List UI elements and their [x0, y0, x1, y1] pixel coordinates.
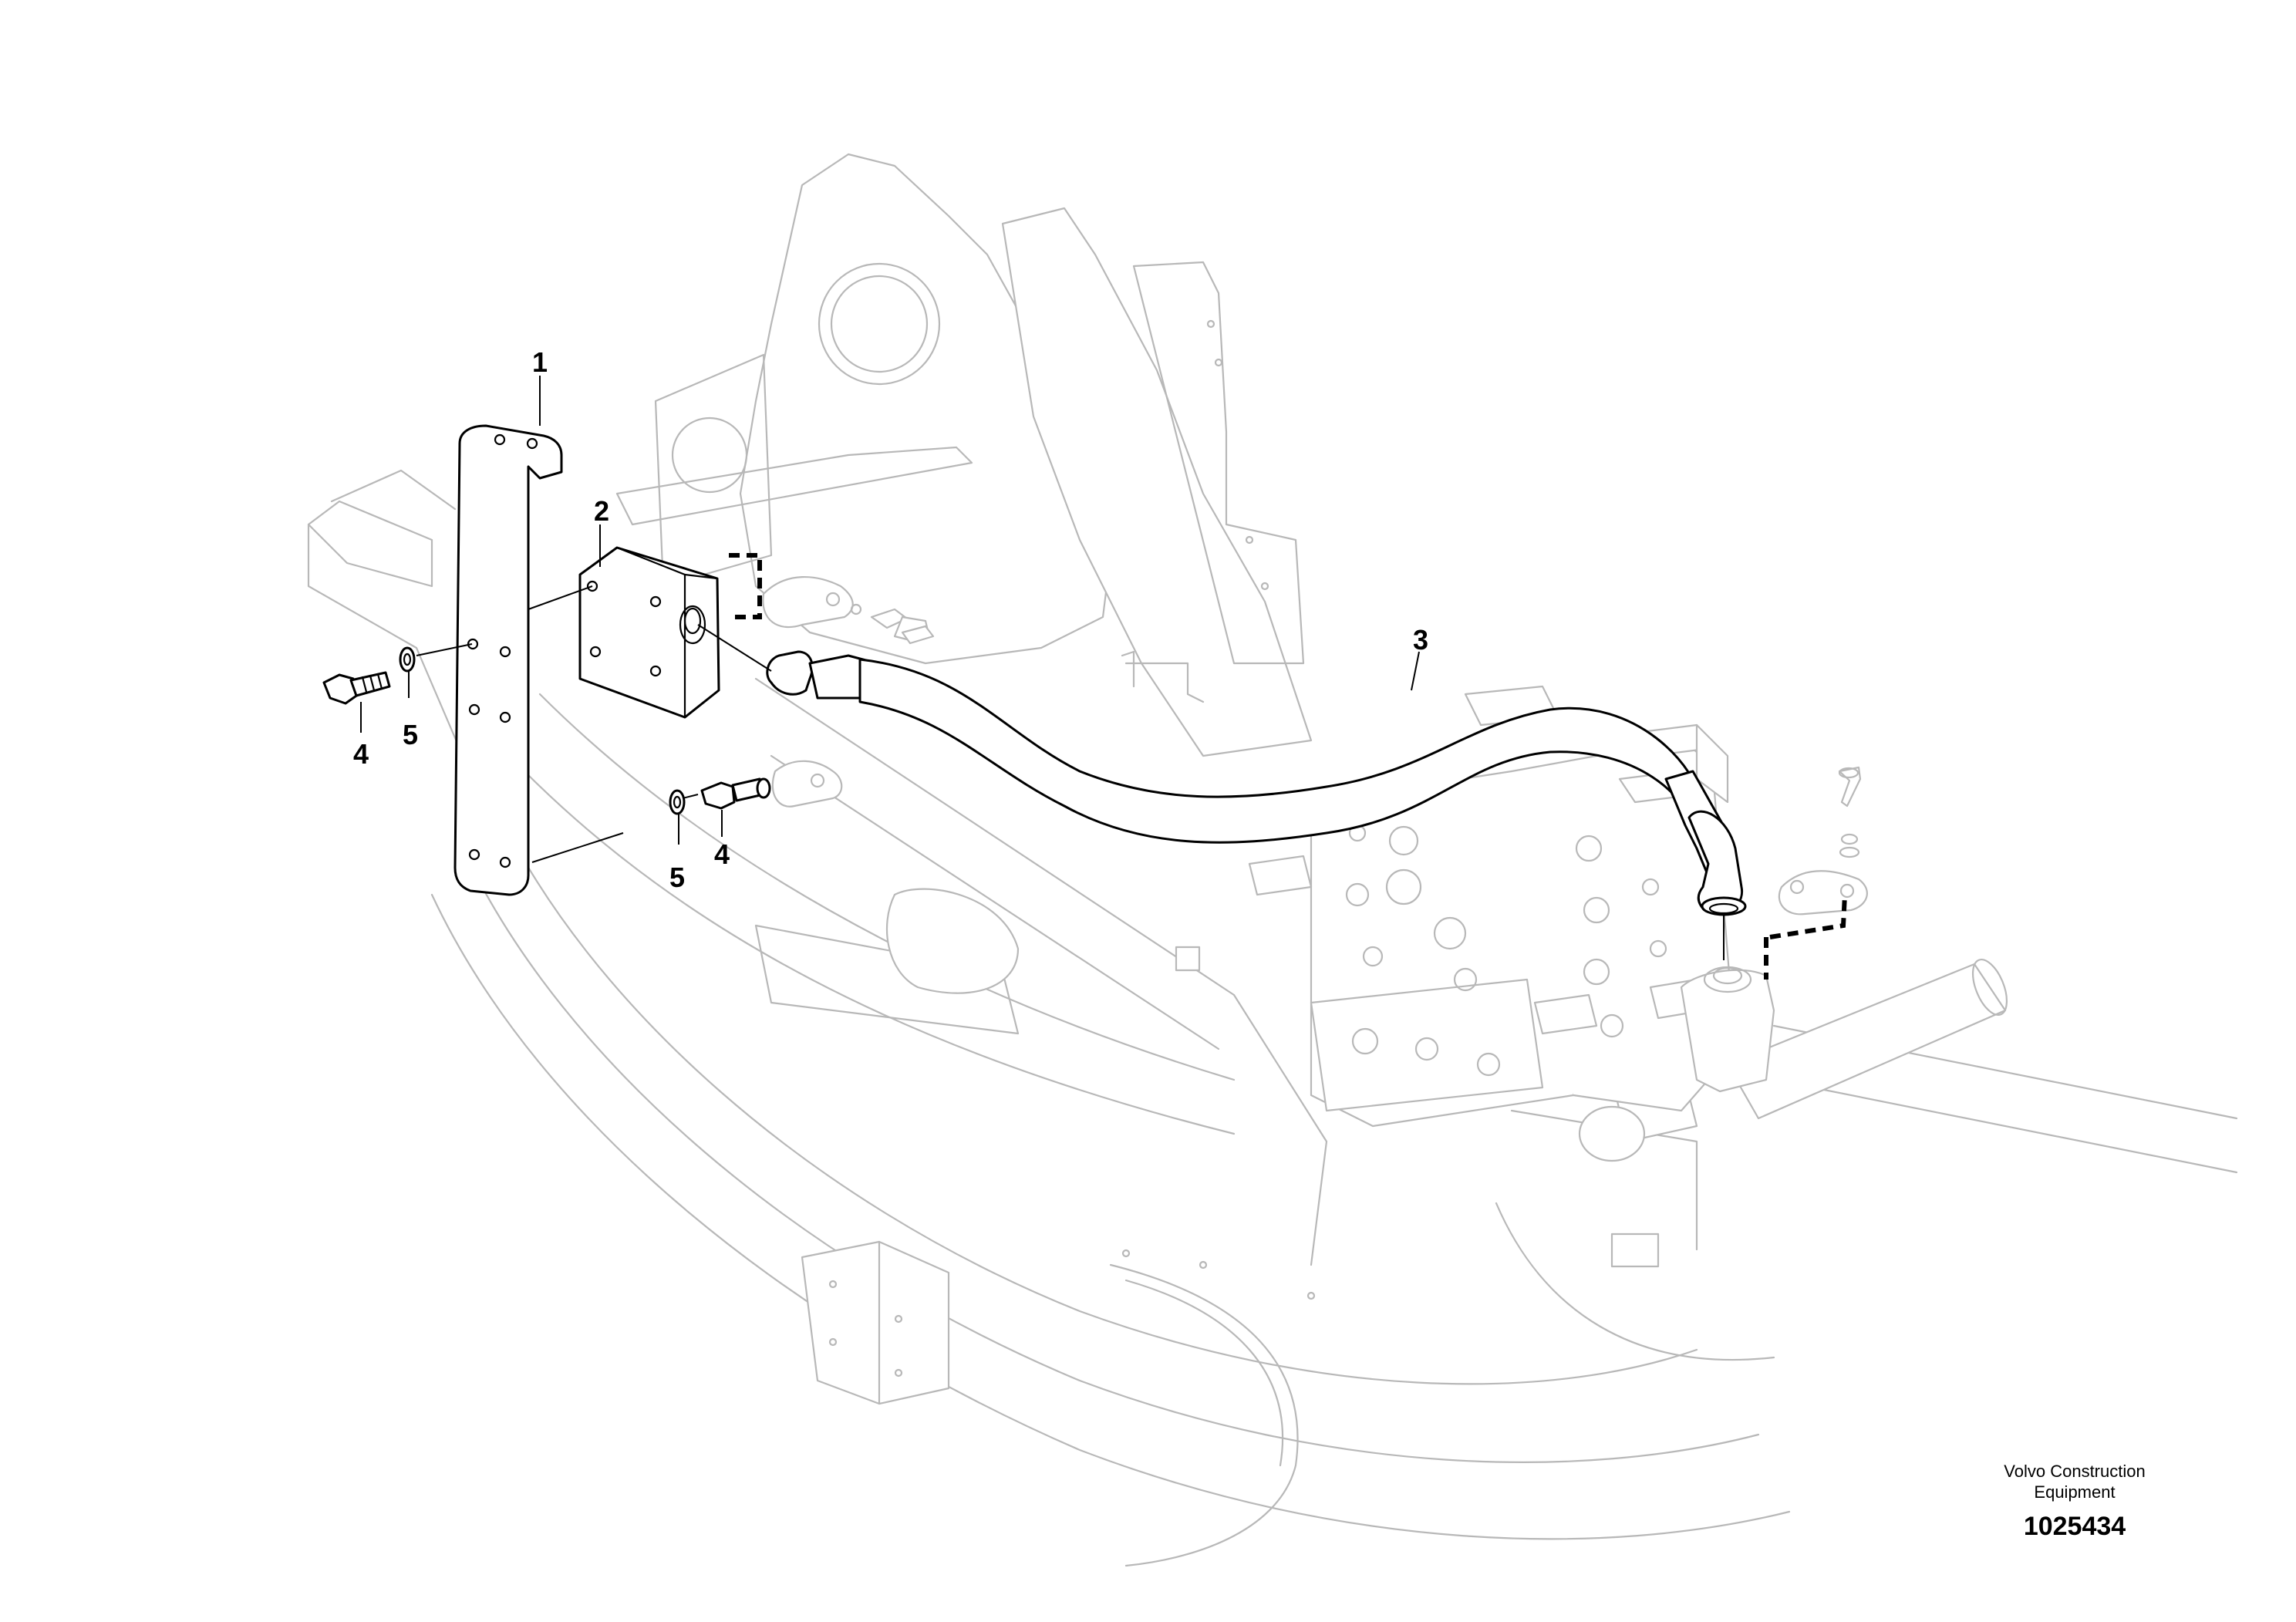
callout-3: 3	[1413, 624, 1428, 656]
washer-left	[399, 646, 416, 673]
control-valve	[1248, 685, 1737, 1128]
screw-left	[322, 671, 391, 705]
split-flange-lower	[771, 760, 843, 808]
credit-block: Volvo Construction Equipment 1025434	[2004, 1462, 2145, 1541]
bracket	[453, 424, 563, 896]
credit-company-line1: Volvo Construction	[2004, 1462, 2145, 1481]
callout-5-left: 5	[403, 719, 418, 750]
screw-right-grey	[1838, 766, 1862, 858]
valve-port-boss	[1680, 966, 1775, 1093]
callout-5-mid: 5	[669, 862, 685, 893]
screw-upper-grey	[901, 625, 935, 645]
split-flange-upper	[762, 575, 930, 642]
screw-mid	[700, 777, 771, 810]
callouts: 1 2 3 4 5 5 4	[353, 346, 1428, 893]
leader-lines	[360, 376, 1725, 960]
dashed-alignment-markers	[729, 553, 1847, 980]
callout-4-mid: 4	[714, 838, 730, 870]
washer-mid	[669, 789, 686, 815]
split-flange-right	[1778, 870, 1868, 916]
flange-block	[578, 546, 720, 719]
hydraulic-hose	[766, 650, 1747, 916]
document-number: 1025434	[2024, 1512, 2126, 1541]
callout-1: 1	[532, 346, 548, 378]
callout-2: 2	[594, 495, 609, 527]
credit-company-line2: Equipment	[2034, 1482, 2115, 1502]
callout-4-left: 4	[353, 738, 369, 770]
machine-frame-background	[307, 153, 2238, 1567]
